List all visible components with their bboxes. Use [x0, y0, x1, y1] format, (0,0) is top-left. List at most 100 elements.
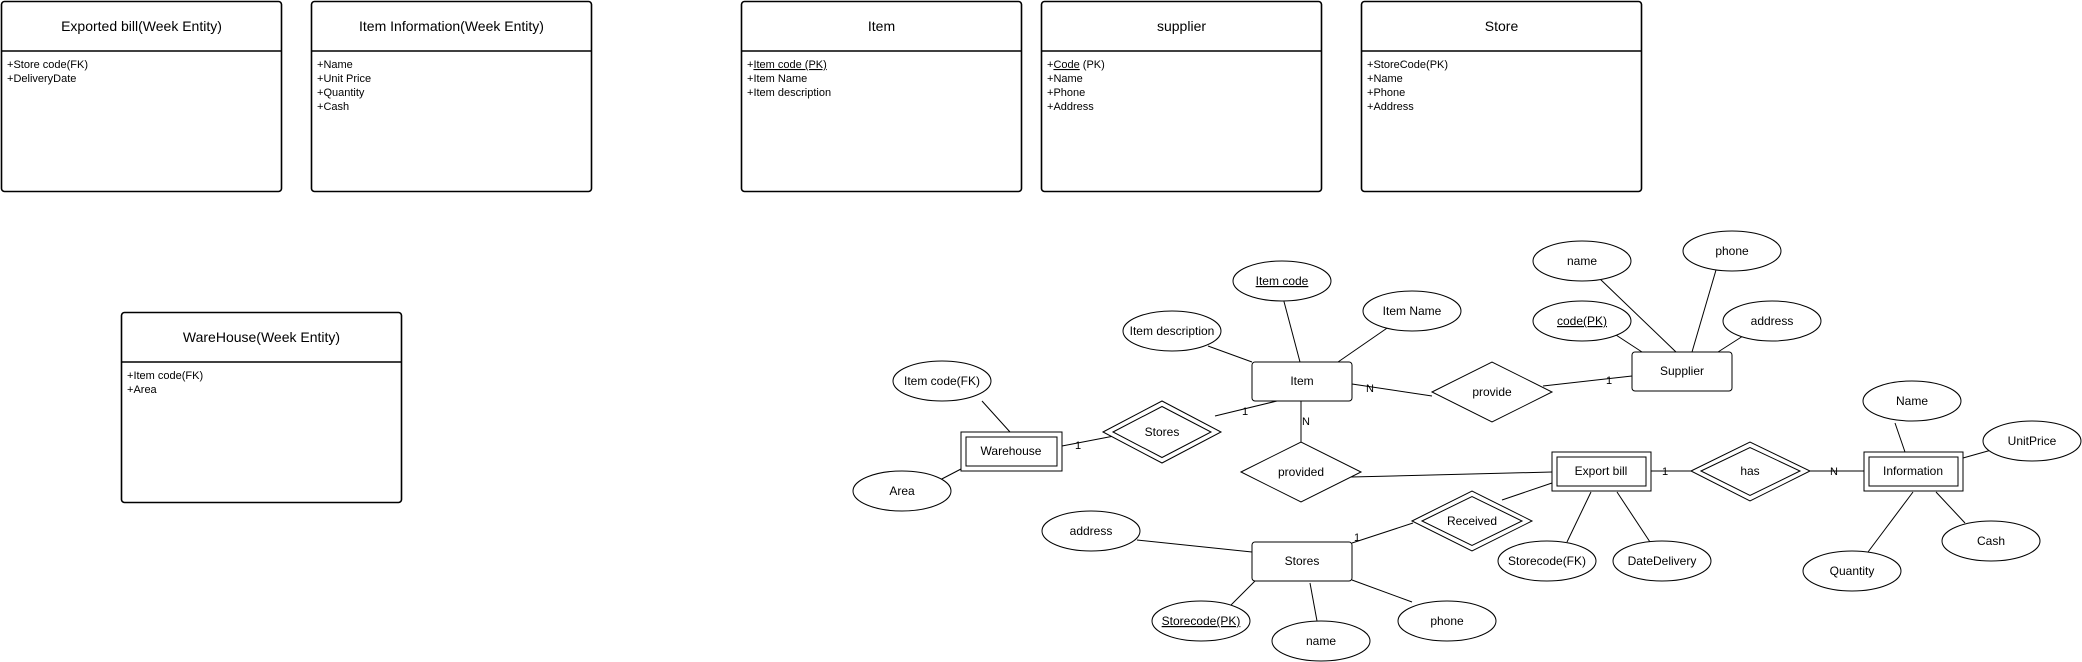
cardinality-label: 1 — [1242, 406, 1248, 418]
entity-export-bill[interactable]: Export bill — [1551, 451, 1652, 492]
table-item[interactable]: Item +Item code (PK) +Item Name +Item de… — [740, 0, 1023, 193]
entity-label: Stores — [1285, 554, 1320, 568]
attribute-warehouse-item-code[interactable]: Item code(FK) — [892, 360, 992, 402]
attribute-stores-name[interactable]: name — [1271, 620, 1371, 662]
relationship-provide[interactable]: provide — [1430, 361, 1554, 423]
cardinality-labels: N 1 1 1 N 1 N 1 — [1075, 375, 1838, 544]
attribute-label: Item code(FK) — [904, 374, 980, 388]
table-row: +Phone — [1367, 87, 1405, 99]
cardinality-label: N — [1366, 383, 1374, 395]
relationship-label: Stores — [1145, 425, 1180, 439]
attribute-supplier-name[interactable]: name — [1532, 240, 1632, 282]
entity-item[interactable]: Item — [1251, 361, 1353, 402]
entity-supplier[interactable]: Supplier — [1631, 351, 1733, 392]
table-title: Item Information(Week Entity) — [359, 18, 544, 34]
table-row: +Address — [1047, 101, 1094, 113]
table-row: +DeliveryDate — [7, 73, 76, 85]
attribute-label: UnitPrice — [2008, 434, 2057, 448]
attribute-label: Storecode(PK) — [1162, 614, 1241, 628]
table-row: +Cash — [317, 101, 349, 113]
relationship-label: provided — [1278, 465, 1324, 479]
attribute-label: Area — [889, 484, 915, 498]
cardinality-label: 1 — [1662, 466, 1668, 478]
attribute-info-quantity[interactable]: Quantity — [1802, 550, 1902, 592]
table-row: +Item description — [747, 87, 831, 99]
table-title: Exported bill(Week Entity) — [61, 18, 222, 34]
table-title: Item — [868, 18, 895, 34]
attribute-label: Item Name — [1383, 304, 1442, 318]
attribute-stores-address[interactable]: address — [1041, 510, 1141, 552]
cardinality-label: 1 — [1075, 440, 1081, 452]
table-title: supplier — [1157, 18, 1206, 34]
attribute-item-name[interactable]: Item Name — [1362, 290, 1462, 332]
attribute-label: DateDelivery — [1628, 554, 1697, 568]
attribute-info-cash[interactable]: Cash — [1941, 520, 2041, 562]
connector-lines — [935, 269, 1996, 622]
table-row: +Name — [1047, 73, 1083, 85]
attribute-export-bill-storecode[interactable]: Storecode(FK) — [1497, 540, 1597, 582]
relationship-provided[interactable]: provided — [1239, 441, 1363, 503]
cardinality-label: 1 — [1606, 375, 1612, 387]
table-store[interactable]: Store +StoreCode(PK) +Name +Phone +Addre… — [1360, 0, 1643, 193]
relationship-label: provide — [1472, 385, 1512, 399]
attribute-info-name[interactable]: Name — [1862, 380, 1962, 422]
cardinality-label: N — [1830, 466, 1838, 478]
attribute-label: Cash — [1977, 534, 2005, 548]
table-item-information[interactable]: Item Information(Week Entity) +Name +Uni… — [310, 0, 593, 193]
entity-label: Supplier — [1660, 364, 1704, 378]
table-row: +Name — [317, 59, 353, 71]
attribute-export-bill-datedelivery[interactable]: DateDelivery — [1612, 540, 1712, 582]
attribute-label: Item code — [1256, 274, 1309, 288]
attribute-warehouse-area[interactable]: Area — [852, 470, 952, 512]
table-row: +Item code (PK) — [747, 59, 827, 71]
relationship-stores[interactable]: Stores — [1101, 400, 1223, 464]
table-row: +Phone — [1047, 87, 1085, 99]
attribute-info-unitprice[interactable]: UnitPrice — [1982, 420, 2082, 462]
table-row: +Code (PK) — [1047, 59, 1105, 71]
relationship-label: Received — [1447, 514, 1497, 528]
attribute-supplier-phone[interactable]: phone — [1682, 230, 1782, 272]
table-title: Store — [1485, 18, 1519, 34]
table-exported-bill[interactable]: Exported bill(Week Entity) +Store code(F… — [0, 0, 283, 193]
table-row: +Item code(FK) — [127, 370, 203, 382]
table-row: +Quantity — [317, 87, 365, 99]
table-row: +Unit Price — [317, 73, 371, 85]
entity-label: Warehouse — [981, 444, 1042, 458]
table-row: +Store code(FK) — [7, 59, 88, 71]
cardinality-label: N — [1302, 416, 1310, 428]
entity-label: Item — [1290, 374, 1313, 388]
attribute-stores-phone[interactable]: phone — [1397, 600, 1497, 642]
attribute-label: name — [1567, 254, 1597, 268]
table-supplier[interactable]: supplier +Code (PK) +Name +Phone +Addres… — [1040, 0, 1323, 193]
attribute-supplier-code[interactable]: code(PK) — [1532, 300, 1632, 342]
attribute-label: code(PK) — [1557, 314, 1607, 328]
table-row: +Item Name — [747, 73, 807, 85]
attribute-label: address — [1751, 314, 1794, 328]
attribute-label: phone — [1715, 244, 1749, 258]
attribute-label: Name — [1896, 394, 1928, 408]
entity-label: Information — [1883, 464, 1943, 478]
attribute-label: address — [1070, 524, 1113, 538]
entity-warehouse[interactable]: Warehouse — [960, 431, 1063, 472]
attribute-item-description[interactable]: Item description — [1122, 310, 1222, 352]
attribute-label: phone — [1430, 614, 1464, 628]
table-warehouse[interactable]: WareHouse(Week Entity) +Item code(FK) +A… — [120, 311, 403, 504]
entity-stores[interactable]: Stores — [1251, 541, 1353, 582]
attribute-supplier-address[interactable]: address — [1722, 300, 1822, 342]
relationship-received[interactable]: Received — [1410, 490, 1534, 552]
table-row: +Address — [1367, 101, 1414, 113]
table-title: WareHouse(Week Entity) — [183, 329, 340, 345]
attribute-item-code[interactable]: Item code — [1232, 260, 1332, 302]
table-row: +StoreCode(PK) — [1367, 59, 1448, 71]
attribute-label: Item description — [1130, 324, 1215, 338]
table-row: +Name — [1367, 73, 1403, 85]
attribute-label: Quantity — [1830, 564, 1875, 578]
attribute-stores-storecode[interactable]: Storecode(PK) — [1151, 600, 1251, 642]
relationship-has[interactable]: has — [1689, 441, 1812, 502]
entity-label: Export bill — [1575, 464, 1628, 478]
table-row: +Area — [127, 384, 158, 396]
entity-information[interactable]: Information — [1863, 451, 1964, 492]
attribute-label: Storecode(FK) — [1508, 554, 1586, 568]
cardinality-label: 1 — [1354, 532, 1360, 544]
